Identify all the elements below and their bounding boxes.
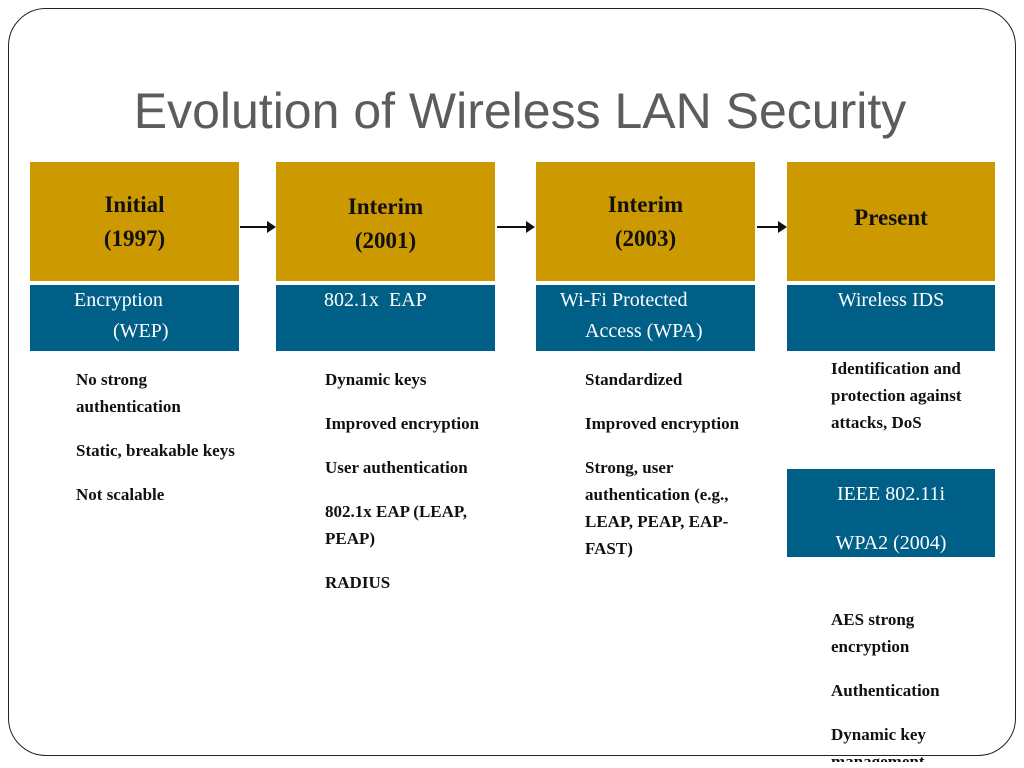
list-item: Not scalable [76,485,165,504]
era-label: Initial [104,192,165,217]
tech-line: 802.1x EAP [324,289,427,311]
bullet-list-present: Identification and protection against at… [831,355,991,453]
bullet-list-initial: No strong authentication Static, breakab… [76,366,236,525]
list-item: Authentication [831,681,940,700]
era-label: Present [854,205,928,230]
era-box-present: Present [787,162,995,281]
list-item: AES strong encryption [831,610,915,656]
arrow-connector [757,221,787,233]
era-box-interim-2001: Interim (2001) [276,162,495,281]
tech-line: Wireless IDS [837,289,945,311]
era-year: (2003) [614,226,677,251]
bullet-list-interim-2003: Standardized Improved encryption Strong,… [585,366,755,579]
tech-line: (WEP) [113,320,169,342]
tech-line: Access (WPA) [585,320,703,342]
era-box-initial: Initial (1997) [30,162,239,281]
tech-box-wireless-ids: Wireless IDS [787,285,995,351]
list-item: No strong authentication [76,370,181,416]
list-item: Dynamic keys [325,370,427,389]
arrow-connector [497,221,535,233]
tech-line: Encryption [74,289,163,311]
tech-box-wpa: Wi-Fi Protected Access (WPA) [536,285,755,351]
list-item: 802.1x EAP (LEAP, PEAP) [325,502,468,548]
list-item: Strong, user authentication (e.g., LEAP,… [585,458,729,558]
tech-line: Wi-Fi Protected [560,289,688,311]
list-item: RADIUS [325,573,391,592]
standard-line: IEEE 802.11i [836,483,946,505]
era-year: (1997) [103,226,166,251]
arrow-connector [240,221,276,233]
era-year: (2001) [354,228,417,253]
slide-title: Evolution of Wireless LAN Security [133,83,907,139]
tech-box-eap: 802.1x EAP [276,285,495,351]
bullet-list-80211i: AES strong encryption Authentication Dyn… [831,606,991,762]
list-item: Static, breakable keys [76,441,235,460]
era-label: Interim [347,194,424,219]
tech-box-wep: Encryption (WEP) [30,285,239,351]
list-item: User authentication [325,458,468,477]
standard-box-80211i: IEEE 802.11i WPA2 (2004) [787,469,995,557]
era-label: Interim [607,192,684,217]
list-item: Dynamic key management [831,725,926,762]
list-item: Standardized [585,370,683,389]
era-box-interim-2003: Interim (2003) [536,162,755,281]
list-item: Improved encryption [325,414,480,433]
slide-frame [8,8,1016,756]
list-item: Improved encryption [585,414,740,433]
bullet-list-interim-2001: Dynamic keys Improved encryption User au… [325,366,490,613]
standard-line: WPA2 (2004) [835,532,947,554]
list-item: Identification and protection against at… [831,359,962,432]
